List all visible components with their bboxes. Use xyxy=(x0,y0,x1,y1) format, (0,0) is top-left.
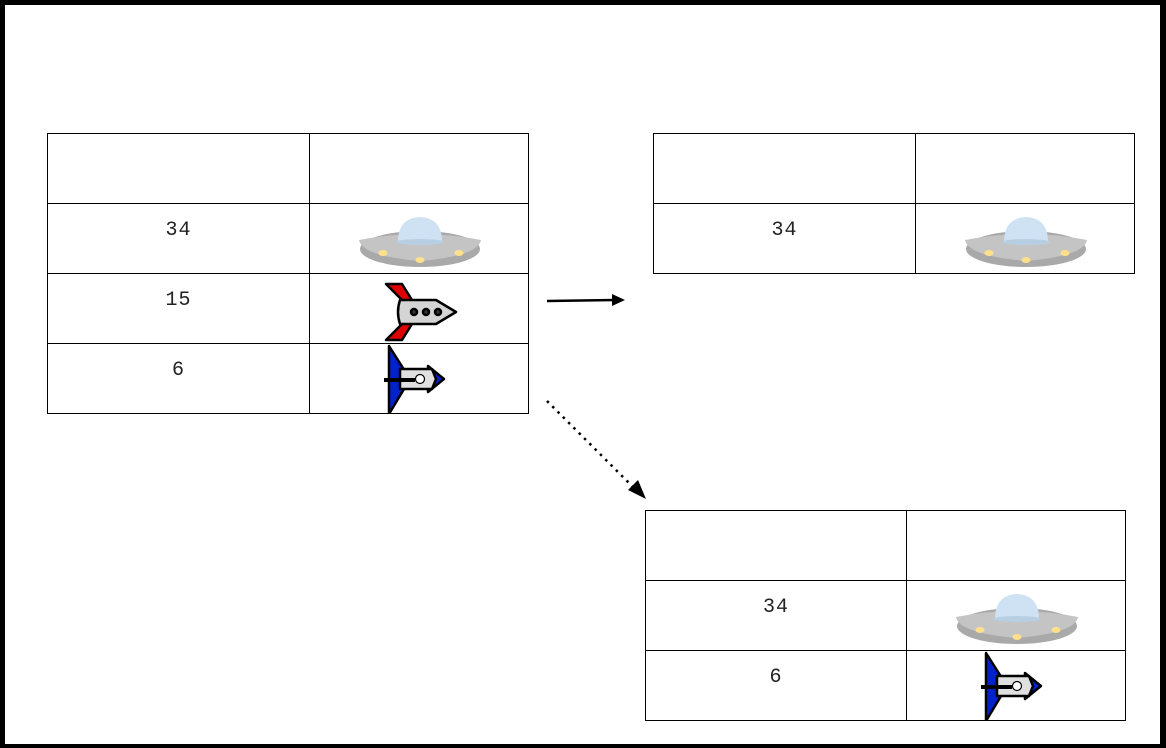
table-row: 34 xyxy=(645,580,1126,651)
icon-cell xyxy=(309,203,529,274)
value-text: 6 xyxy=(171,359,185,382)
value-cell: 34 xyxy=(653,203,916,274)
table-row: 6 xyxy=(47,343,529,414)
value-cell: 6 xyxy=(47,343,310,414)
icon-cell xyxy=(309,273,529,344)
value-cell: 15 xyxy=(47,273,310,344)
value-text: 34 xyxy=(762,596,789,619)
value-cell: 34 xyxy=(645,580,907,651)
table-row: 6 xyxy=(645,650,1126,721)
ufo-icon xyxy=(359,217,481,267)
dotted-arrow xyxy=(546,400,646,499)
value-text: 6 xyxy=(769,666,783,689)
source-table: 34 15 6 xyxy=(47,133,529,414)
header-cell xyxy=(653,133,916,204)
table-row: 34 xyxy=(653,203,1135,274)
value-text: 15 xyxy=(165,289,192,312)
header-cell xyxy=(309,133,529,204)
icon-cell xyxy=(915,203,1135,274)
header-row xyxy=(653,133,1135,204)
result-table-top: 34 xyxy=(653,133,1135,274)
ufo-icon xyxy=(965,217,1087,267)
value-cell: 6 xyxy=(645,650,907,721)
ufo-icon xyxy=(956,594,1078,644)
table-row: 15 xyxy=(47,273,529,344)
value-text: 34 xyxy=(771,219,798,242)
header-row xyxy=(645,510,1126,581)
blue-shuttle-icon xyxy=(979,651,1043,720)
header-row xyxy=(47,133,529,204)
header-cell xyxy=(915,133,1135,204)
icon-cell xyxy=(906,650,1126,721)
header-cell xyxy=(47,133,310,204)
value-cell: 34 xyxy=(47,203,310,274)
icon-cell xyxy=(309,343,529,414)
result-table-bottom: 34 6 xyxy=(645,510,1126,721)
header-cell xyxy=(645,510,907,581)
solid-arrow xyxy=(546,294,625,306)
red-rocket-icon xyxy=(384,282,458,342)
table-row: 34 xyxy=(47,203,529,274)
header-cell xyxy=(906,510,1126,581)
value-text: 34 xyxy=(165,219,192,242)
icon-cell xyxy=(906,580,1126,651)
blue-shuttle-icon xyxy=(382,344,446,413)
